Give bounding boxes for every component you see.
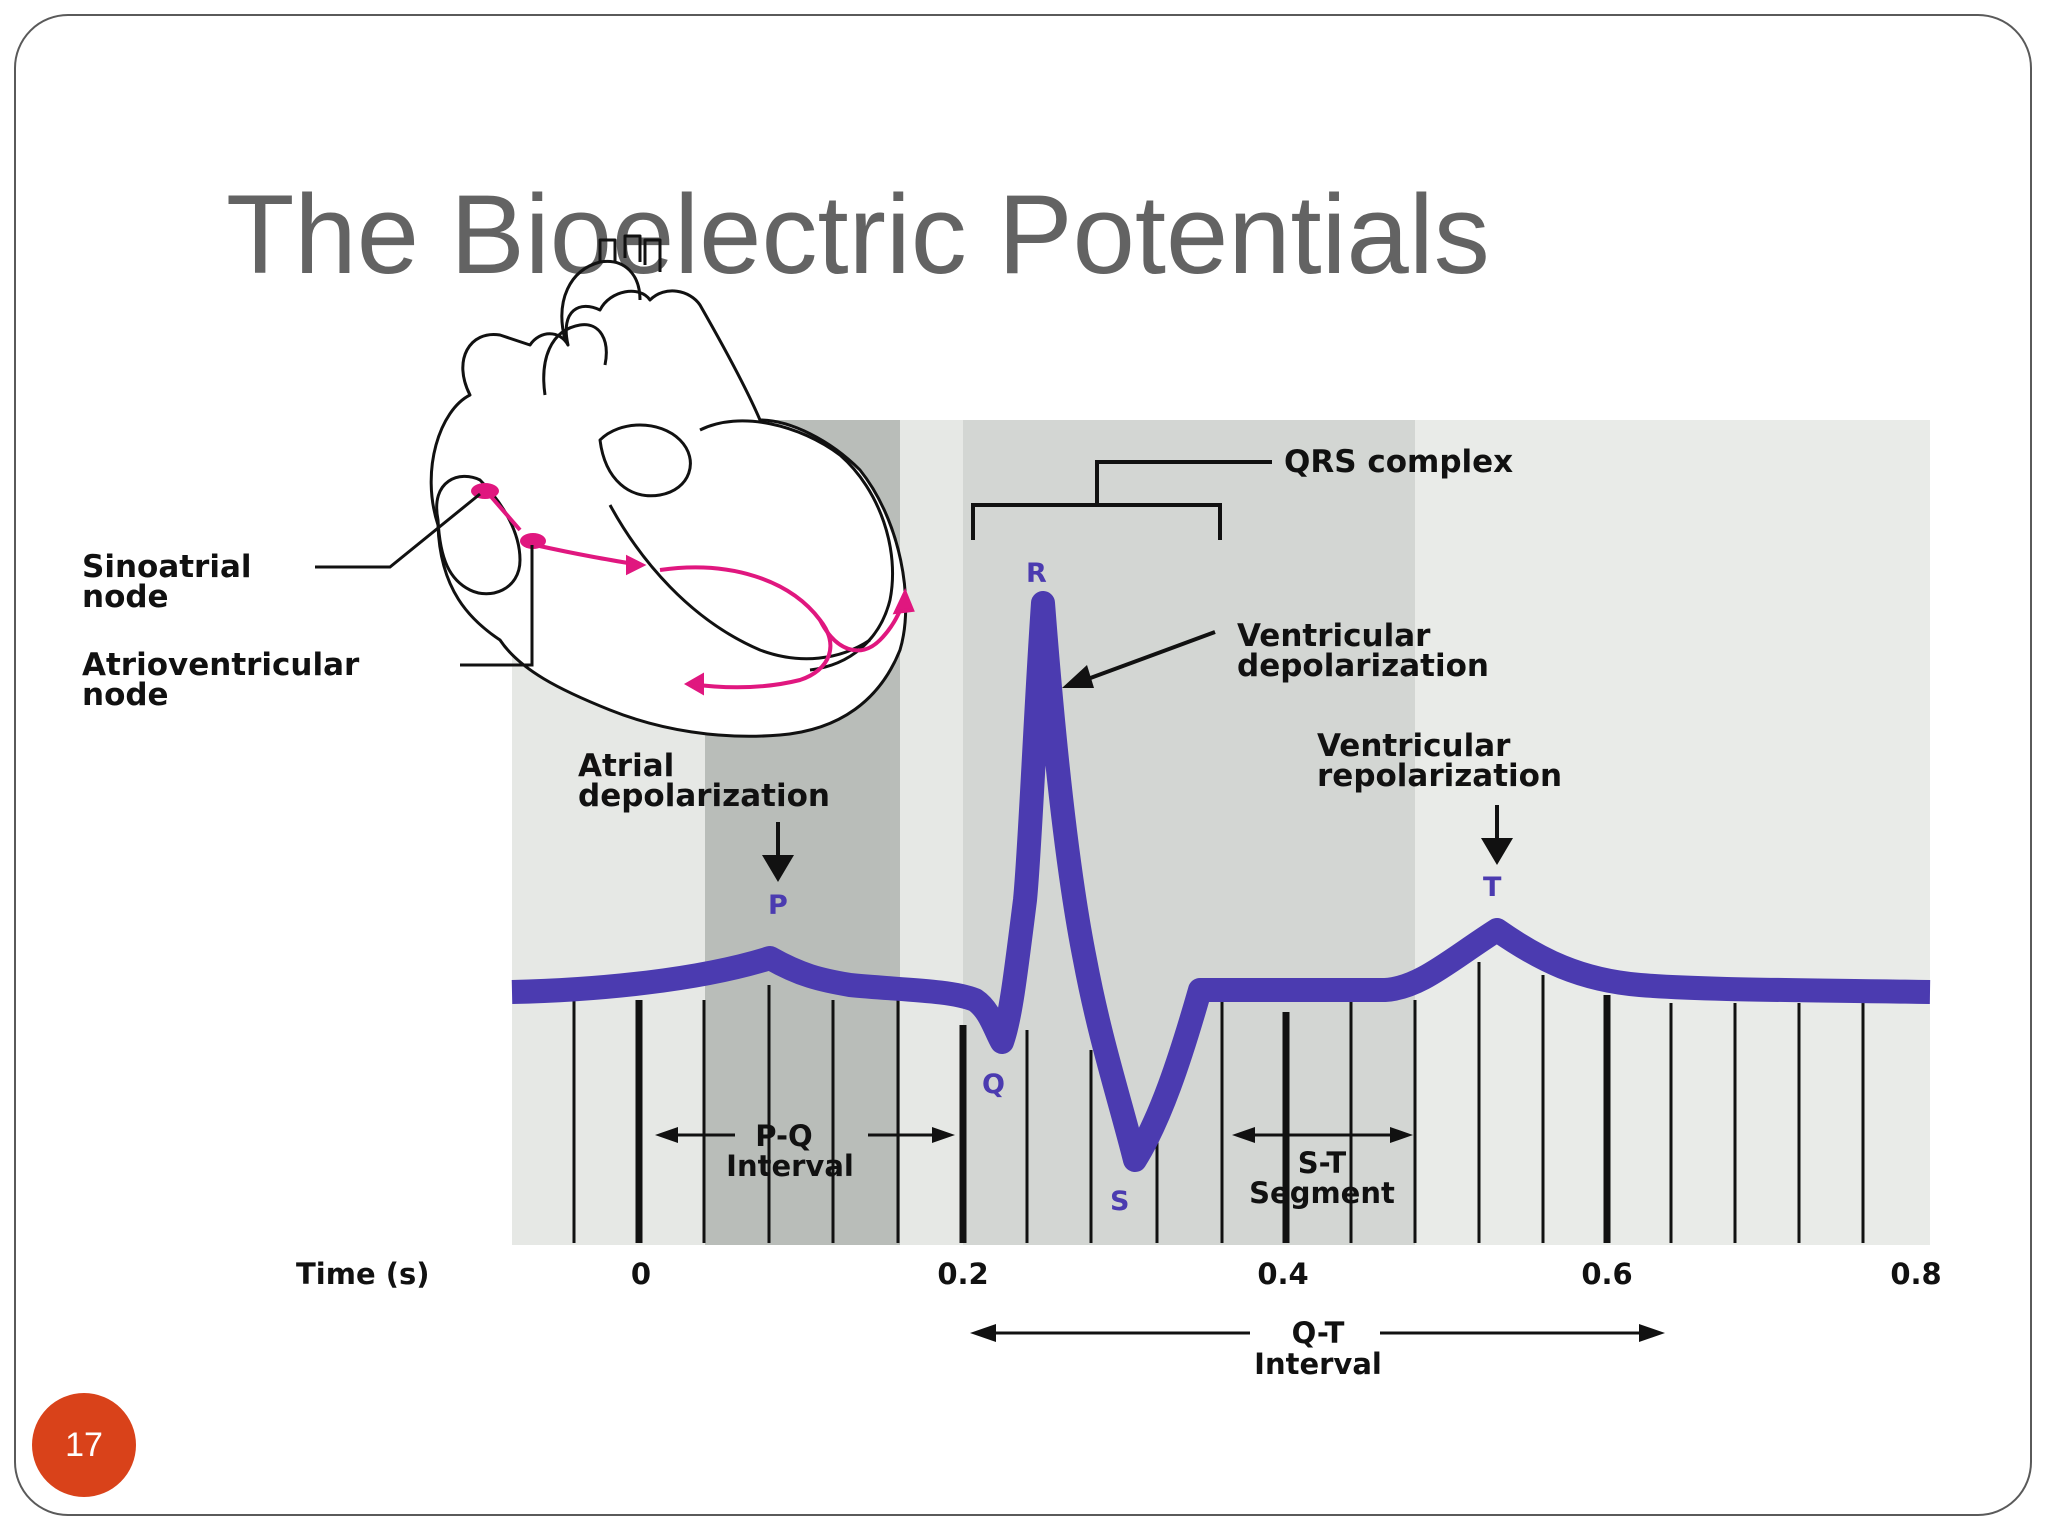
ventricular-depolarization-arrow xyxy=(1084,630,1216,682)
atrial-depolarization-label: depolarization xyxy=(578,778,830,814)
qrs-bracket-lines xyxy=(971,460,1272,540)
slide-title: The Bioelectric Potentials xyxy=(226,172,1490,297)
qt-interval-label: Q-T xyxy=(1292,1316,1345,1350)
p-wave-label: P xyxy=(768,890,788,921)
interval-arrows xyxy=(655,1115,1665,1342)
qrs-bracket xyxy=(971,460,1272,540)
time-grid xyxy=(572,962,1865,1243)
atrial-arrowhead xyxy=(762,855,794,882)
time-tick-label: 0.2 xyxy=(937,1257,988,1291)
pointer-arrows xyxy=(762,630,1513,882)
conduction-arrowhead xyxy=(892,588,915,615)
pq-arrowhead-right xyxy=(932,1127,955,1143)
av-leader xyxy=(460,545,534,667)
time-tick-label: 0.8 xyxy=(1890,1257,1941,1291)
s-wave-label: S xyxy=(1110,1186,1129,1217)
st-segment-label: S-T xyxy=(1298,1146,1347,1180)
heart-outline xyxy=(429,289,908,738)
septum xyxy=(608,504,871,661)
heart-leaders xyxy=(315,492,534,667)
time-tick-label: 0.4 xyxy=(1257,1257,1308,1291)
ecg-trace xyxy=(511,591,1931,1172)
right-atrium xyxy=(435,474,522,596)
qt-interval-label: Interval xyxy=(1254,1347,1382,1381)
atrial-depolarization-label: Atrial xyxy=(578,748,674,784)
time-tick-label: 0.6 xyxy=(1581,1257,1632,1291)
valve-area xyxy=(598,423,692,498)
sa-node-label: Sinoatrial xyxy=(82,549,252,585)
ventricular-depolarization-label: depolarization xyxy=(1237,648,1489,684)
av-node-label: node xyxy=(82,677,169,713)
ventricular-depolarization-label: Ventricular xyxy=(1237,618,1431,654)
pq-arrowhead-left xyxy=(655,1127,678,1143)
qt-arrowhead-right xyxy=(1639,1324,1665,1342)
ventricular-repolarization-label: repolarization xyxy=(1317,758,1562,794)
page-number-badge: 17 xyxy=(32,1393,136,1497)
ventricular-depolarization-arrowhead xyxy=(1062,665,1094,688)
aorta xyxy=(542,234,662,396)
sa-leader xyxy=(315,492,481,569)
time-tick-label: 0 xyxy=(631,1257,651,1291)
conduction-pathway xyxy=(485,490,915,696)
qt-arrowhead-left xyxy=(970,1324,996,1342)
pq-interval-label: Interval xyxy=(726,1149,854,1183)
conduction-path xyxy=(659,565,833,690)
sa-node-label: node xyxy=(82,579,169,615)
av-node-label: Atrioventricular xyxy=(82,647,360,683)
st-arrowhead-left xyxy=(1232,1127,1255,1143)
st-segment-label: Segment xyxy=(1249,1176,1395,1210)
ventricular-repolarization-label: Ventricular xyxy=(1317,728,1511,764)
qrs-complex-label: QRS complex xyxy=(1284,444,1513,480)
t-arrowhead xyxy=(1481,838,1513,865)
left-ventricle xyxy=(699,419,895,672)
heart-illustration xyxy=(429,234,908,738)
pq-interval-label: P-Q xyxy=(755,1119,812,1153)
t-wave-label: T xyxy=(1483,872,1502,903)
av-node xyxy=(520,533,546,549)
conduction-arrowhead xyxy=(626,554,647,576)
st-arrowhead-right xyxy=(1390,1127,1413,1143)
q-wave-label: Q xyxy=(982,1069,1005,1100)
conduction-arrowhead xyxy=(683,672,704,696)
time-axis-label: Time (s) xyxy=(296,1257,429,1291)
r-wave-label: R xyxy=(1026,558,1047,589)
